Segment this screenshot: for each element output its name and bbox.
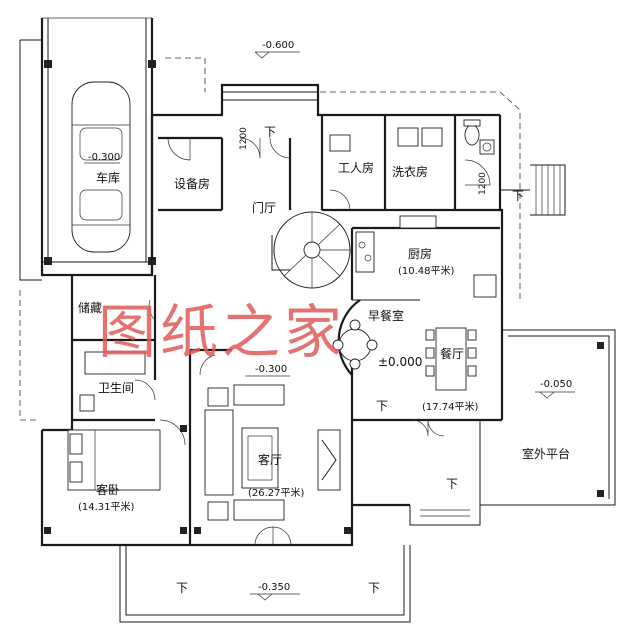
down-mark-porch-left: 下 xyxy=(176,581,188,595)
down-mark-right: 下 xyxy=(512,189,524,203)
terrace-label: 室外平台 xyxy=(522,446,570,461)
top-elevation: -0.600 xyxy=(262,40,294,51)
dining-room-label: 餐厅 xyxy=(440,346,464,361)
storage-room-label: 储藏 xyxy=(78,300,102,315)
dining-area: (17.74平米) xyxy=(422,400,479,413)
watermark: 图纸之家 xyxy=(98,298,346,366)
kitchen-area: (10.48平米) xyxy=(398,264,455,277)
equipment-room-label: 设备房 xyxy=(174,176,210,191)
down-mark-top: 下 xyxy=(264,125,276,139)
car-icon xyxy=(71,81,131,253)
bathroom-label: 卫生间 xyxy=(98,381,134,395)
living-elevation: -0.300 xyxy=(255,364,287,375)
stair-dim-right: 1200 xyxy=(478,172,488,195)
down-mark-dining: 下 xyxy=(376,399,388,413)
garage-block: 车库 -0.300 xyxy=(19,17,156,281)
living-area: (26.27平米) xyxy=(248,486,305,499)
foyer-label: 门厅 xyxy=(252,200,276,215)
stair-dim-left: 1200 xyxy=(239,127,249,150)
laundry-room-label: 洗衣房 xyxy=(392,164,428,179)
down-mark-terrace: 下 xyxy=(446,477,458,491)
outer-walls xyxy=(19,57,521,547)
kitchen: 厨房 (10.48平米) xyxy=(350,215,500,300)
utility-room-label: 工人房 xyxy=(338,160,374,175)
front-porch: 下 下 -0.350 xyxy=(119,545,411,623)
spiral-stair xyxy=(271,211,351,289)
side-steps xyxy=(500,164,566,216)
bottom-elevation: -0.350 xyxy=(258,582,290,593)
guest-area: (14.31平米) xyxy=(78,500,135,513)
kitchen-label: 厨房 xyxy=(408,246,432,261)
dining-elevation: ±0.000 xyxy=(378,355,422,369)
living-room-label: 客厅 xyxy=(258,452,282,467)
garage-label: 车库 xyxy=(96,170,120,185)
breakfast-room: 早餐室 xyxy=(332,299,420,376)
outdoor-terrace: 室外平台 -0.050 下 xyxy=(409,329,616,526)
west-rooms: 储藏 卫生间 客卧 (14.31平米) xyxy=(42,275,187,534)
north-rooms: 设备房 门厅 工人房 洗衣房 1200 1200 下 下 xyxy=(158,115,524,215)
guest-bedroom-label: 客卧 xyxy=(96,482,120,497)
breakfast-room-label: 早餐室 xyxy=(368,308,404,323)
living-room: 客厅 (26.27平米) -0.300 xyxy=(190,348,351,546)
garage-elevation: -0.300 xyxy=(88,152,120,163)
down-mark-porch-right: 下 xyxy=(368,581,380,595)
top-elevation-marker: -0.600 xyxy=(254,40,300,59)
terrace-elevation: -0.050 xyxy=(540,379,572,390)
dining-room: 餐厅 (17.74平米) ±0.000 下 xyxy=(352,327,504,437)
